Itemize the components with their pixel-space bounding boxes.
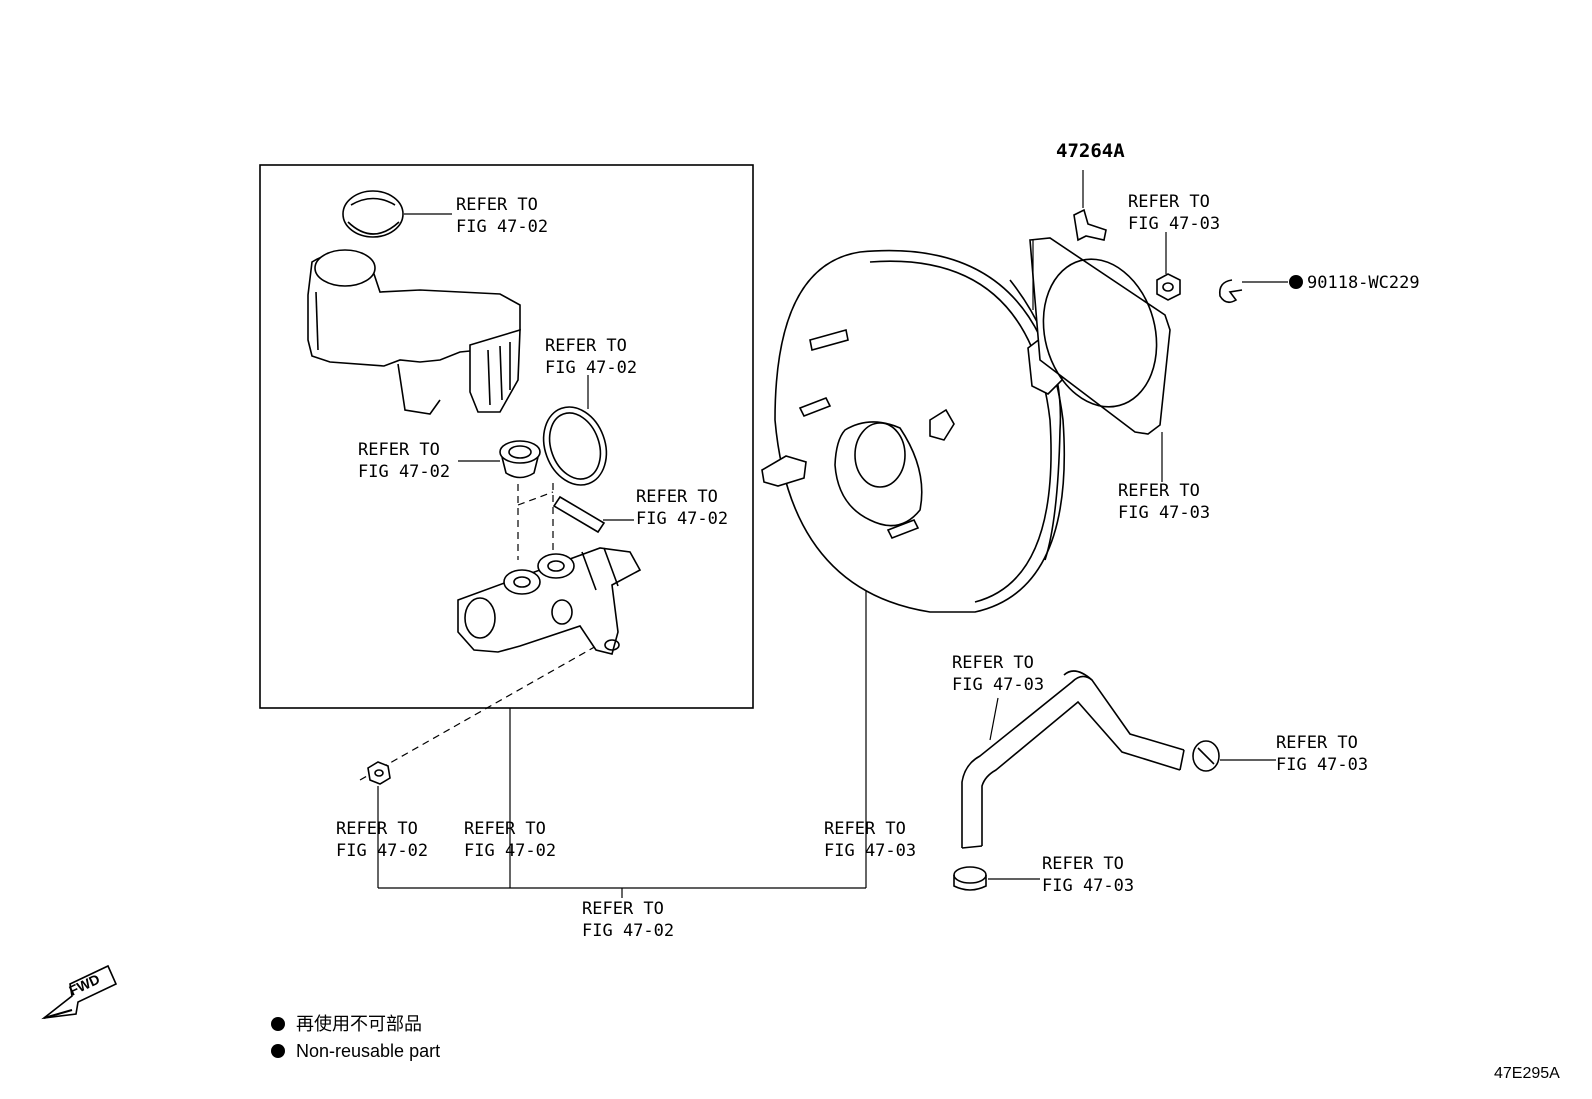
label-refer-nut: REFER TO FIG 47-02 [336,819,428,861]
hose-clamp-right[interactable] [1192,740,1220,772]
fwd-arrow-icon: FWD [41,964,118,1020]
label-refer-hose: REFER TO FIG 47-03 [952,653,1044,695]
reservoir-tank[interactable] [307,249,521,415]
svg-text:FIG 47-03: FIG 47-03 [1128,214,1220,234]
svg-text:FIG 47-02: FIG 47-02 [545,358,637,378]
label-refer-pin: REFER TO FIG 47-02 [636,487,728,529]
svg-text:FIG 47-03: FIG 47-03 [824,841,916,861]
svg-text:FIG 47-03: FIG 47-03 [1042,876,1134,896]
label-refer-seal: REFER TO FIG 47-02 [545,336,637,378]
legend-line-2: Non-reusable part [296,1041,440,1061]
reservoir-cap[interactable] [342,190,404,238]
label-refer-grommet: REFER TO FIG 47-02 [358,440,450,482]
label-refer-bottom: REFER TO FIG 47-02 [582,899,674,941]
svg-text:FIG 47-03: FIG 47-03 [952,675,1044,695]
label-refer-clamp-right: REFER TO FIG 47-03 [1276,733,1368,775]
svg-text:FIG 47-02: FIG 47-02 [636,509,728,529]
master-cylinder-body[interactable] [457,547,642,655]
legend-marker-2 [271,1044,285,1058]
label-refer-clamp-bottom: REFER TO FIG 47-03 [1042,854,1134,896]
grommet[interactable] [499,440,541,479]
legend-marker-1 [271,1017,285,1031]
nut[interactable] [367,761,391,785]
svg-text:FIG 47-02: FIG 47-02 [582,921,674,941]
svg-text:REFER TO: REFER TO [1118,481,1200,501]
svg-text:FIG 47-02: FIG 47-02 [358,462,450,482]
label-refer-cap: REFER TO FIG 47-02 [456,195,548,237]
svg-text:FIG 47-03: FIG 47-03 [1118,503,1210,523]
svg-text:FIG 47-02: FIG 47-02 [336,841,428,861]
booster-gasket[interactable] [1027,237,1172,435]
svg-text:REFER TO: REFER TO [952,653,1034,673]
svg-text:REFER TO: REFER TO [1128,192,1210,212]
legend-line-1: 再使用不可部品 [296,1014,422,1034]
svg-text:REFER TO: REFER TO [1276,733,1358,753]
svg-text:REFER TO: REFER TO [545,336,627,356]
hose-clamp-bottom[interactable] [953,866,987,891]
svg-text:REFER TO: REFER TO [358,440,440,460]
clip[interactable] [1218,279,1243,304]
gasket-nut[interactable] [1156,273,1181,301]
svg-text:REFER TO: REFER TO [464,819,546,839]
pin[interactable] [552,495,606,534]
label-refer-gasket: REFER TO FIG 47-03 [1118,481,1210,523]
svg-text:FIG 47-03: FIG 47-03 [1276,755,1368,775]
vacuum-hose[interactable] [961,670,1185,849]
part-number-clip: 90118-WC229 [1307,273,1420,293]
part-number-clevis-pin: 47264A [1056,140,1125,162]
svg-text:FIG 47-02: FIG 47-02 [464,841,556,861]
figure-code: 47E295A [1494,1065,1560,1082]
svg-text:REFER TO: REFER TO [336,819,418,839]
svg-text:REFER TO: REFER TO [582,899,664,919]
brake-booster[interactable] [761,249,1066,613]
label-refer-booster: REFER TO FIG 47-03 [824,819,916,861]
svg-text:REFER TO: REFER TO [824,819,906,839]
label-refer-cylinder: REFER TO FIG 47-02 [464,819,556,861]
master-cylinder-group-frame [259,164,754,709]
seal-ring[interactable] [533,398,617,494]
label-refer-gasket-nut: REFER TO FIG 47-03 [1128,192,1220,234]
clevis-pin[interactable] [1073,208,1107,242]
svg-text:FIG 47-02: FIG 47-02 [456,217,548,237]
svg-text:REFER TO: REFER TO [636,487,718,507]
non-reusable-marker-clip [1289,275,1303,289]
svg-text:REFER TO: REFER TO [1042,854,1124,874]
svg-text:REFER TO: REFER TO [456,195,538,215]
